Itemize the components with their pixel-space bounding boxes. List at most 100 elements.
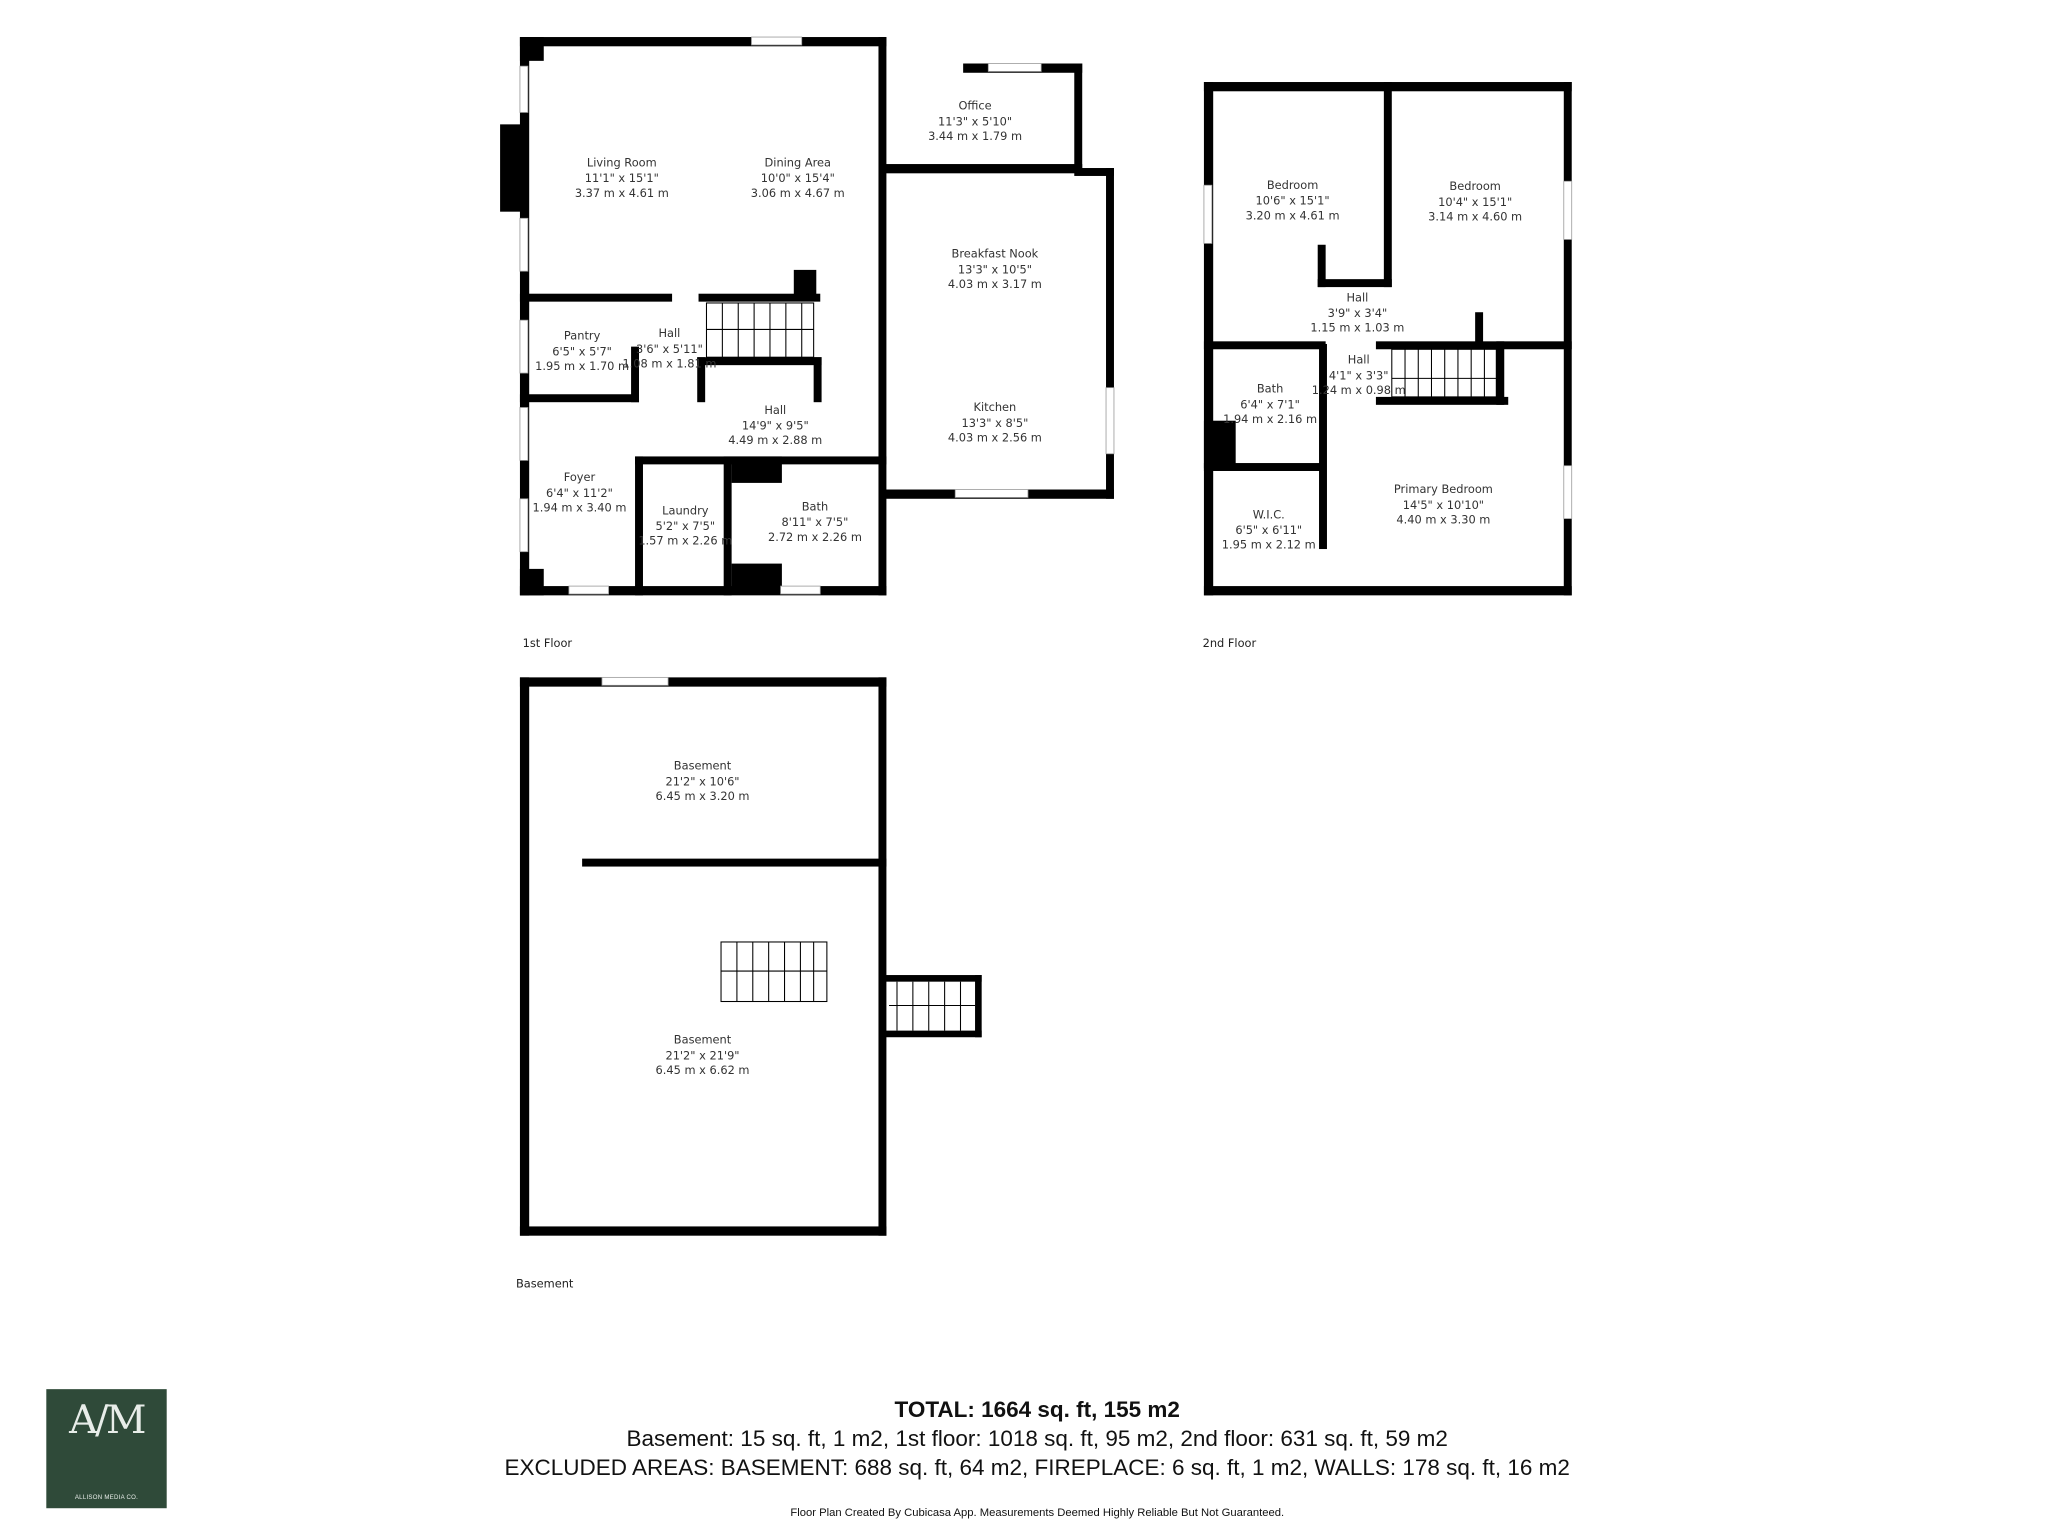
wall xyxy=(1496,341,1505,405)
room-metric: 1.95 m x 1.70 m xyxy=(535,360,630,375)
wall xyxy=(975,975,982,1038)
wall xyxy=(723,456,732,596)
basement-stairs xyxy=(720,941,976,1031)
wall xyxy=(1317,279,1392,288)
wall xyxy=(878,37,887,596)
window xyxy=(519,407,529,461)
wall xyxy=(1375,341,1572,350)
wall xyxy=(519,677,530,1236)
room-metric: 1.57 m x 2.26 m xyxy=(638,535,733,549)
room-imperial: 6'5" x 5'7" xyxy=(552,345,612,359)
room-imperial: 5'2" x 7'5" xyxy=(655,520,716,534)
window xyxy=(751,36,803,46)
room-name: Bedroom xyxy=(1266,179,1319,193)
company-logo: A/M ALLISON MEDIA CO. xyxy=(46,1389,167,1509)
room-name: Living Room xyxy=(586,157,657,171)
room-imperial: 3'6" x 5'11" xyxy=(636,342,703,357)
wall xyxy=(519,394,640,403)
room-metric: 4.49 m x 2.88 m xyxy=(728,434,823,449)
wall xyxy=(1203,341,1326,350)
room-name: Basement xyxy=(673,1034,732,1048)
room-imperial: 6'5" x 6'11" xyxy=(1235,524,1303,538)
room-name: Pantry xyxy=(563,330,601,344)
room-name: Kitchen xyxy=(973,401,1017,416)
room-imperial: 8'11" x 7'5" xyxy=(781,516,849,530)
wall xyxy=(1203,586,1572,596)
room-imperial: 10'4" x 15'1" xyxy=(1438,196,1513,210)
first-floor-windows xyxy=(519,36,1115,595)
logo-company-name: ALLISON MEDIA CO. xyxy=(74,1493,139,1501)
wall xyxy=(1074,63,1083,172)
room-imperial: 11'3" x 5'10" xyxy=(938,115,1013,129)
room-metric: 1.24 m x 0.98 m xyxy=(1311,384,1406,398)
room-imperial: 13'3" x 8'5" xyxy=(961,417,1029,431)
floor-breakdown: Basement: 15 sq. ft, 1 m2, 1st floor: 10… xyxy=(626,1426,1448,1452)
wall xyxy=(1203,420,1236,469)
room-imperial: 11'1" x 15'1" xyxy=(584,172,659,186)
room-imperial: 3'9" x 3'4" xyxy=(1327,307,1388,321)
wall xyxy=(1563,82,1572,596)
wall xyxy=(882,1030,982,1038)
window xyxy=(601,676,669,686)
wall xyxy=(813,357,822,403)
wall xyxy=(697,357,706,403)
wall xyxy=(1475,312,1484,346)
room-metric: 6.45 m x 3.20 m xyxy=(655,790,750,805)
window xyxy=(1203,184,1213,244)
excluded-areas: EXCLUDED AREAS: BASEMENT: 688 sq. ft, 64… xyxy=(504,1455,1570,1481)
wall xyxy=(519,586,887,596)
room-name: Office xyxy=(958,100,992,114)
room-metric: 1.94 m x 3.40 m xyxy=(532,502,627,516)
window xyxy=(780,585,821,595)
room-imperial: 10'0" x 15'4" xyxy=(760,172,835,186)
room-name: Laundry xyxy=(662,505,709,519)
wall xyxy=(1203,463,1326,471)
window xyxy=(1563,465,1573,520)
room-metric: 3.37 m x 4.61 m xyxy=(574,187,669,201)
floor-label-basement: Basement xyxy=(515,1278,574,1292)
room-metric: 4.40 m x 3.30 m xyxy=(1396,514,1491,528)
second-floor-windows xyxy=(1203,180,1573,520)
room-name: W.I.C. xyxy=(1252,509,1285,523)
wall xyxy=(698,293,821,302)
room-imperial: 6'4" x 11'2" xyxy=(546,487,613,501)
wall xyxy=(731,456,782,483)
wall xyxy=(635,456,643,596)
total-area: TOTAL: 1664 sq. ft, 155 m2 xyxy=(894,1397,1180,1423)
wall xyxy=(1317,244,1326,288)
wall xyxy=(1375,396,1509,405)
wall xyxy=(878,677,887,1236)
room-metric: 4.03 m x 3.17 m xyxy=(947,278,1042,293)
room-name: Hall xyxy=(658,327,681,342)
room-metric: 6.45 m x 6.62 m xyxy=(655,1064,750,1078)
room-metric: 3.44 m x 1.79 m xyxy=(928,130,1023,144)
fireplace xyxy=(500,124,523,212)
room-name: Bedroom xyxy=(1449,180,1501,195)
wall xyxy=(1106,168,1114,499)
second-floor-stairs xyxy=(1391,348,1497,398)
wall xyxy=(519,568,544,596)
room-imperial: 13'3" x 10'5" xyxy=(957,263,1032,277)
room-imperial: 10'6" x 15'1" xyxy=(1255,194,1330,209)
room-metric: 3.06 m x 4.67 m xyxy=(750,187,845,201)
room-name: Basement xyxy=(673,760,732,774)
first-floor-walls xyxy=(500,37,1114,596)
wall xyxy=(882,164,1083,174)
wall xyxy=(697,357,822,366)
window xyxy=(519,498,529,553)
room-metric: 1.95 m x 2.12 m xyxy=(1221,539,1316,553)
window xyxy=(519,319,529,374)
second-floor-walls xyxy=(1203,82,1572,596)
basement-walls xyxy=(519,677,982,1236)
floor-label-1st: 1st Floor xyxy=(522,637,573,651)
room-name: Primary Bedroom xyxy=(1393,483,1493,498)
